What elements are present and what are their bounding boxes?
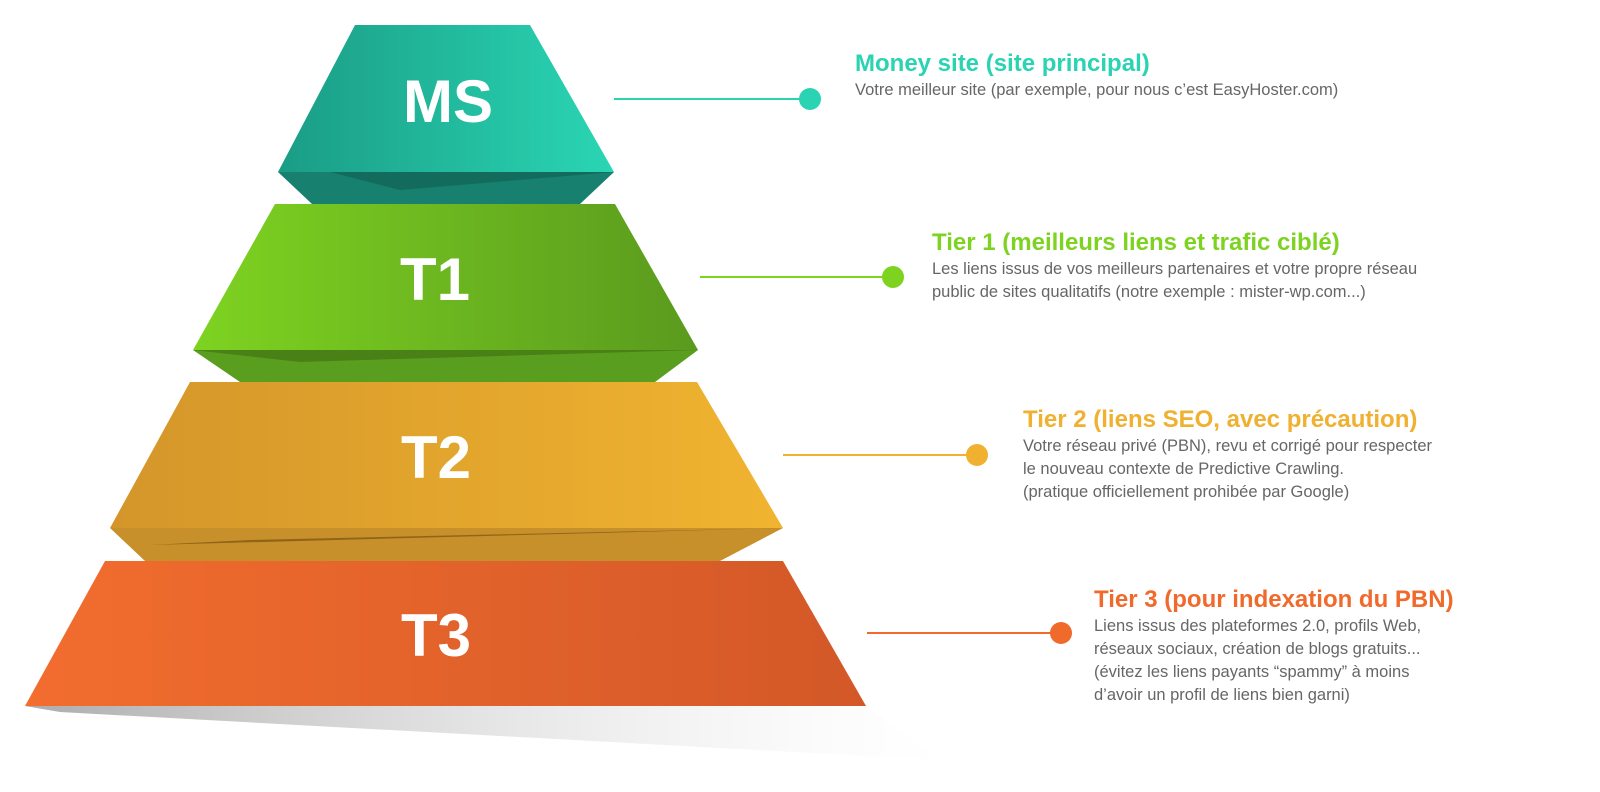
tier-t2-text: Tier 2 (liens SEO, avec précaution) Votr… [1023, 405, 1432, 504]
tier-ms-label: MS [403, 68, 493, 135]
tier-t2-shape [110, 382, 783, 528]
ms-fold-shadow [330, 172, 614, 190]
t3-shadow [25, 706, 940, 760]
t1-connector-dot [882, 266, 904, 288]
tier-t2-description: Votre réseau privé (PBN), revu et corrig… [1023, 437, 1433, 501]
tier-ms-text: Money site (site principal) Votre meille… [855, 49, 1338, 102]
t2-fold [110, 528, 783, 561]
tier-t3-label: T3 [401, 602, 471, 669]
tier-t1-label: T1 [400, 246, 470, 313]
tier-t3-title: Tier 3 (pour indexation du PBN) [1094, 586, 1454, 613]
tier-t1-title: Tier 1 (meilleurs liens et trafic ciblé) [932, 229, 1340, 256]
tier-t2-label: T2 [401, 424, 471, 491]
ms-connector-dot [799, 88, 821, 110]
t3-connector-dot [1050, 622, 1072, 644]
tier-t3-text: Tier 3 (pour indexation du PBN) Liens is… [1094, 585, 1454, 707]
tier-t1-shape [193, 204, 698, 350]
tier-t3-shape [25, 561, 866, 706]
t2-fold-shadow [150, 528, 783, 545]
tier-t1-description: Les liens issus de vos meilleurs partena… [932, 260, 1418, 301]
tier-t3-description: Liens issus des plateformes 2.0, profils… [1094, 617, 1422, 704]
t2-connector-dot [966, 444, 988, 466]
tier-ms-shape [278, 25, 614, 172]
tier-t1-text: Tier 1 (meilleurs liens et trafic ciblé)… [932, 228, 1417, 304]
tier-t2-title: Tier 2 (liens SEO, avec précaution) [1023, 406, 1418, 433]
tier-ms-description: Votre meilleur site (par exemple, pour n… [855, 81, 1339, 99]
t1-fold-shadow [193, 350, 698, 362]
tier-ms-title: Money site (site principal) [855, 50, 1150, 77]
